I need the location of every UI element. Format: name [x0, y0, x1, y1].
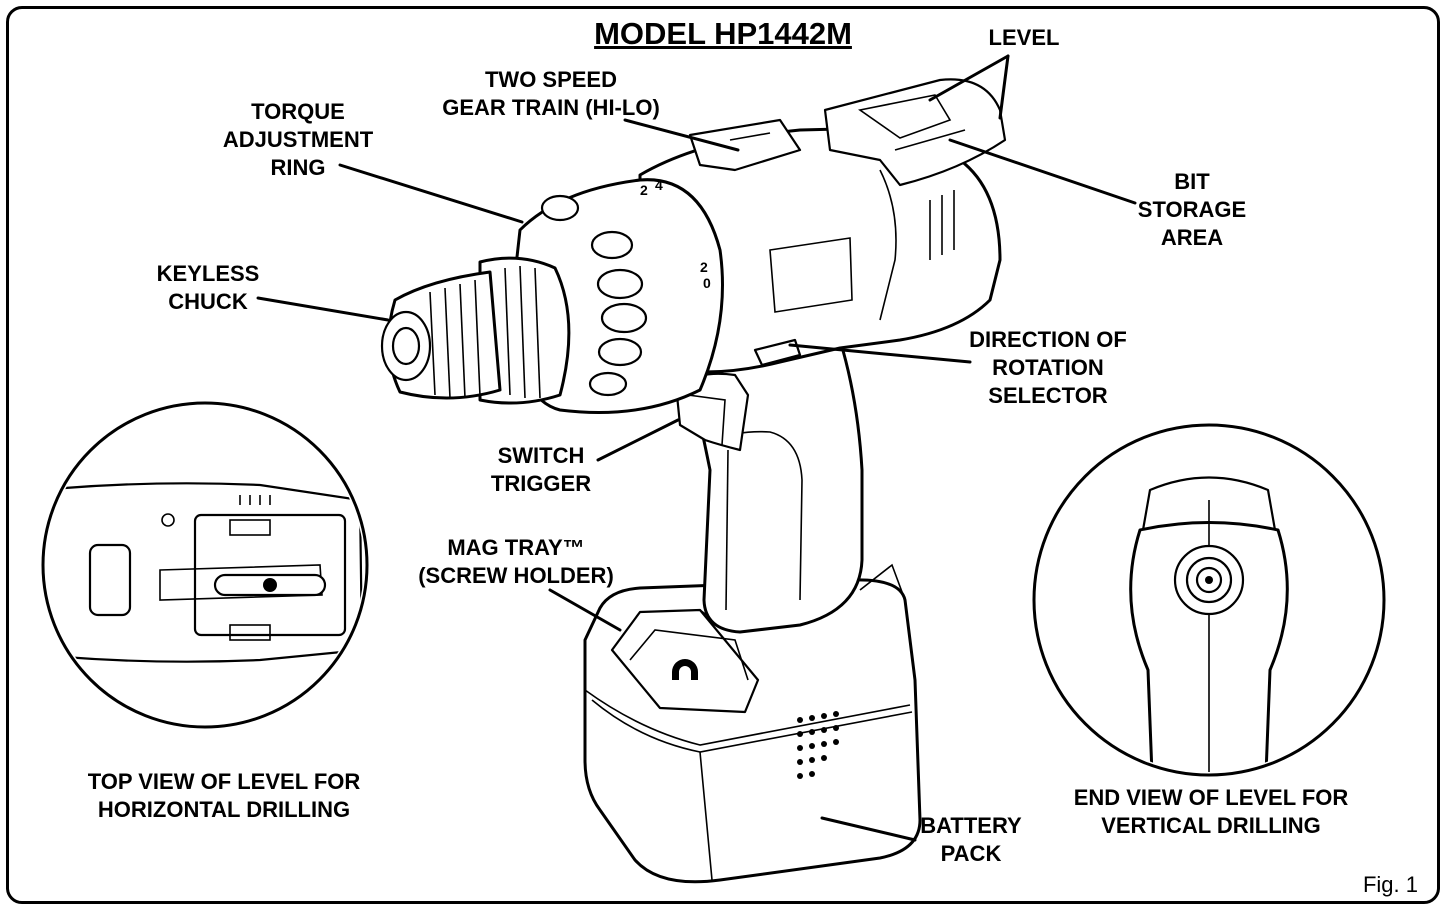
dial-mark-4: 4 [655, 177, 663, 193]
label-end-view: END VIEW OF LEVEL FOR VERTICAL DRILLING [1073, 785, 1349, 838]
figure-number: Fig. 1 [1362, 872, 1418, 897]
label-mag-tray: MAG TRAY™ (SCREW HOLDER) [418, 535, 614, 588]
label-gear-train: TWO SPEED GEAR TRAIN (HI-LO) [442, 67, 660, 120]
label-direction-selector: DIRECTION OF ROTATION SELECTOR [969, 327, 1127, 408]
top-view-inset [41, 401, 369, 729]
drill-handle [674, 338, 864, 634]
dial-mark-2: 2 [640, 182, 648, 198]
battery-vent-dots [797, 711, 839, 779]
leader-lines [256, 54, 1137, 842]
label-switch-trigger: SWITCH TRIGGER [490, 443, 592, 496]
label-keyless-chuck: KEYLESS CHUCK [156, 261, 260, 314]
end-view-inset [1032, 423, 1386, 777]
battery-pack [583, 563, 922, 884]
diagram-frame [6, 6, 1440, 904]
label-level: LEVEL [988, 25, 1060, 50]
label-bit-storage: BIT STORAGE AREA [1137, 169, 1247, 250]
label-battery-pack: BATTERY PACK [920, 813, 1022, 866]
keyless-chuck [380, 256, 571, 405]
dial-mark-2b: 2 [700, 259, 708, 275]
label-top-view: TOP VIEW OF LEVEL FOR HORIZONTAL DRILLIN… [87, 769, 361, 822]
dial-mark-0: 0 [703, 275, 711, 291]
model-title: MODEL HP1442M [594, 16, 852, 51]
drill-body [638, 78, 1007, 374]
label-torque-ring: TORQUE ADJUSTMENT RING [222, 99, 374, 180]
